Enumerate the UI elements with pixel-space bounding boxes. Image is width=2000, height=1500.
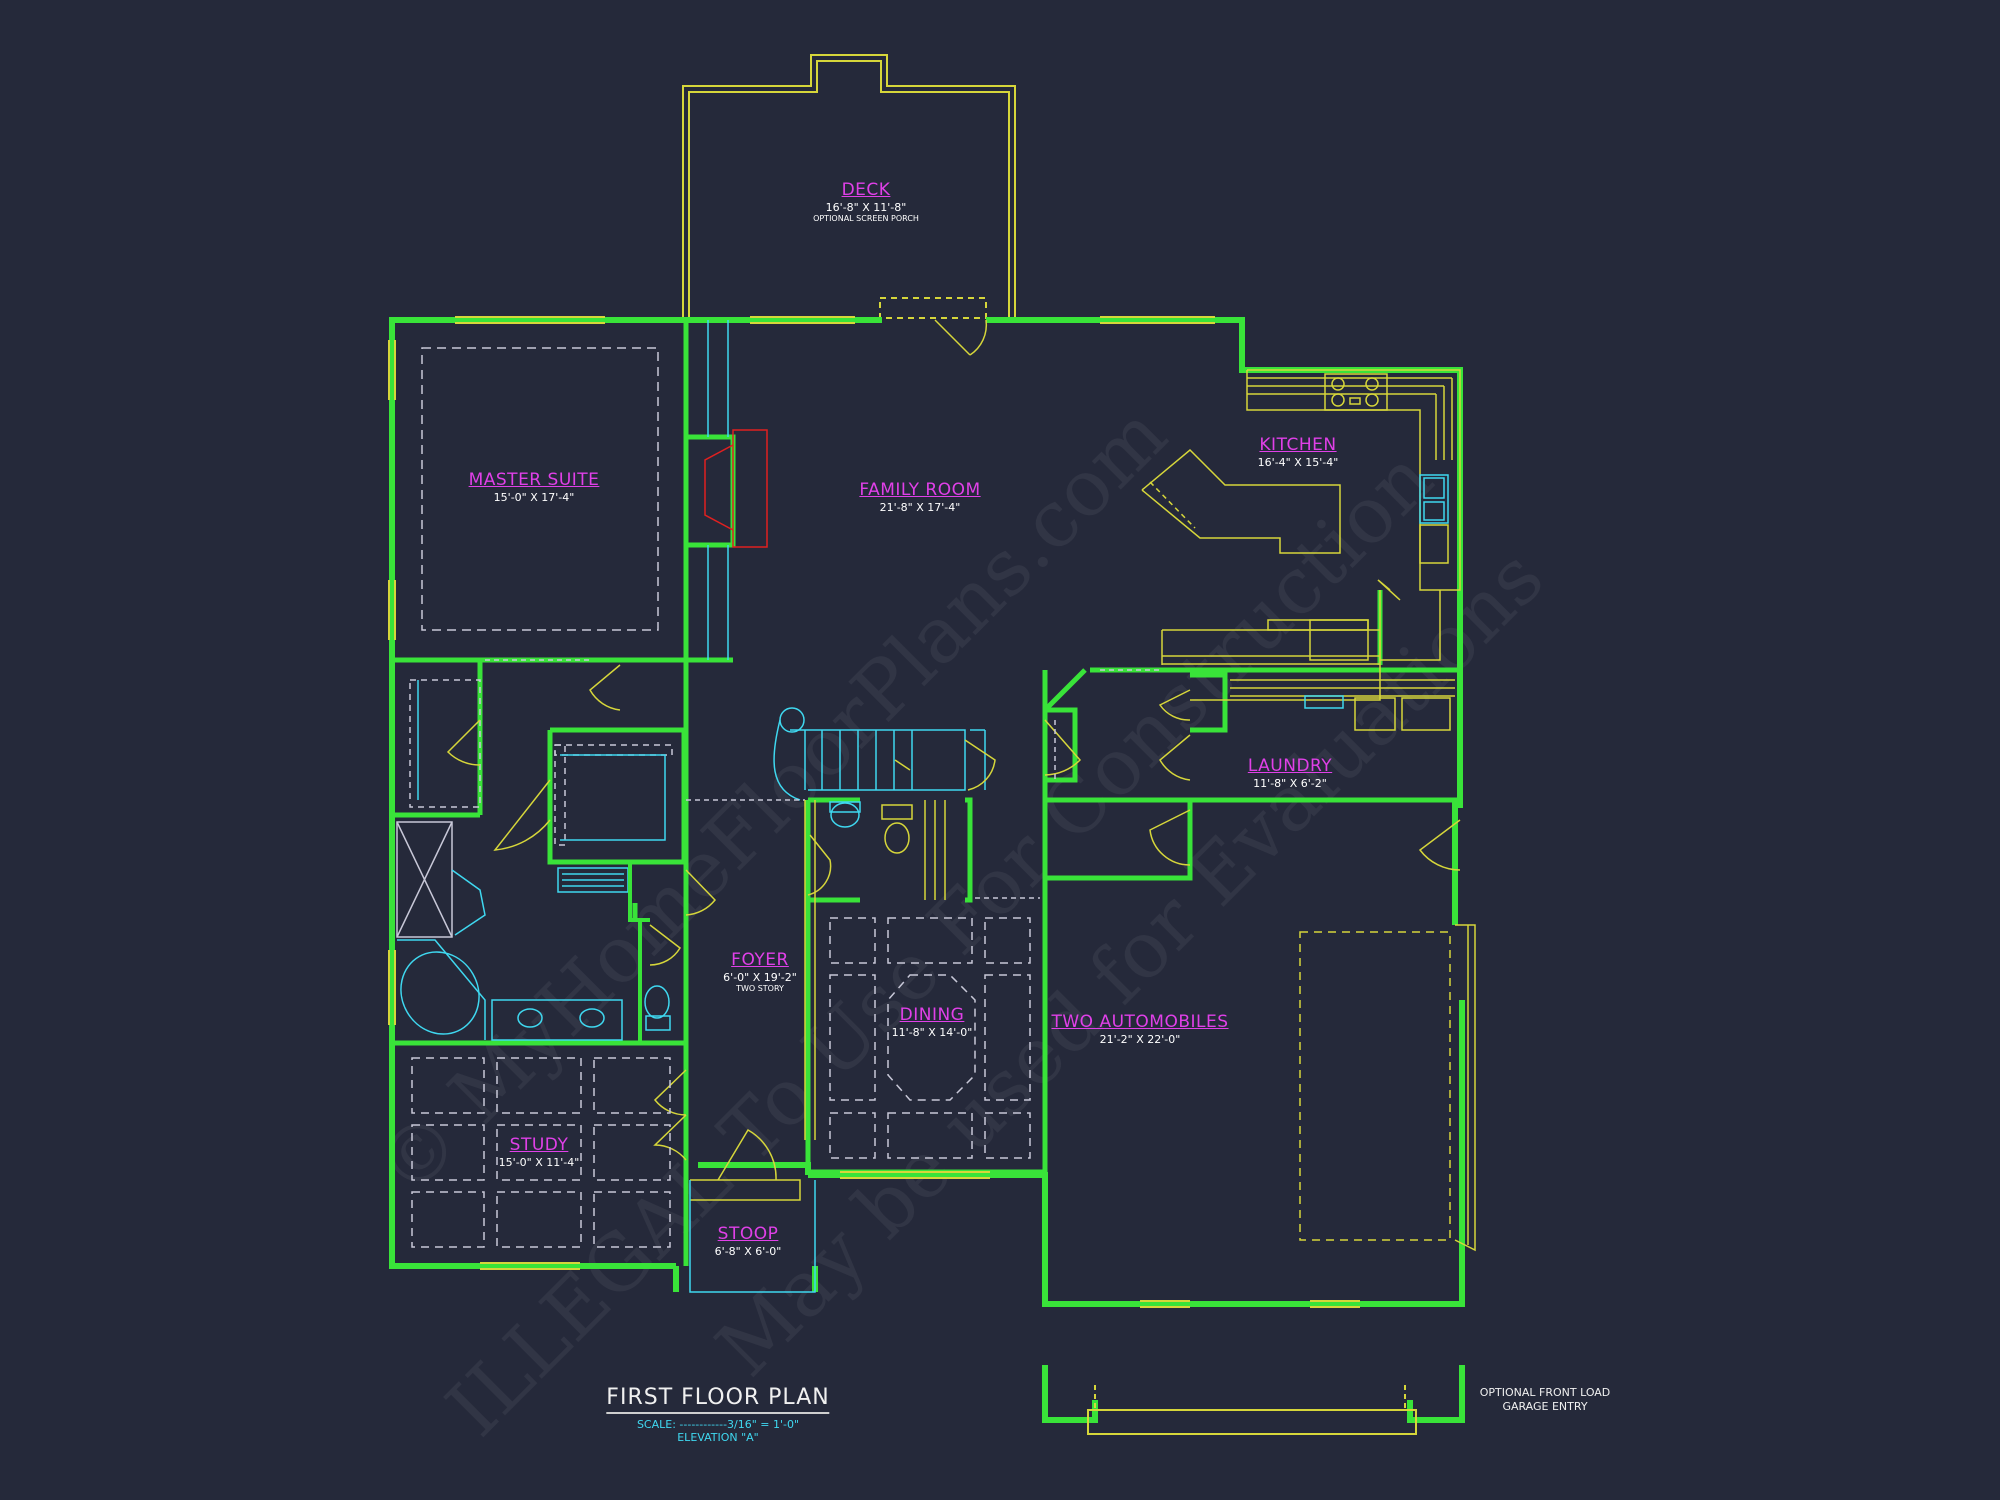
room-name-foyer: FOYER (731, 950, 789, 970)
room-name-kitchen: KITCHEN (1259, 435, 1337, 455)
room-dim-family-room: 21'-8" X 17'-4" (879, 501, 961, 514)
room-dim-laundry: 11'-8" X 6'-2" (1253, 777, 1327, 790)
label-study: STUDY 15'-0" X 11'-4" (499, 1135, 580, 1169)
stoop (689, 1180, 816, 1293)
optional-note-line-2: GARAGE ENTRY (1502, 1400, 1588, 1413)
master-closet-inner (417, 680, 666, 841)
garage-walls (1042, 1175, 1465, 1423)
room-name-stoop: STOOP (717, 1224, 779, 1244)
deck-outline (682, 54, 1016, 319)
bath-partitions (628, 862, 650, 1043)
kitchen-sink (1419, 474, 1449, 564)
master-closet (409, 679, 673, 846)
room-dim-foyer: 6'-0" X 19'-2" (723, 971, 797, 984)
door-headers (485, 659, 1160, 899)
room-name-master-suite: MASTER SUITE (468, 470, 600, 490)
room-name-dining: DINING (899, 1005, 965, 1025)
label-stoop: STOOP 6'-8" X 6'-0" (715, 1224, 782, 1258)
pantry (1377, 579, 1441, 661)
garage-door-optional (1087, 1385, 1417, 1435)
room-note-deck: OPTIONAL SCREEN PORCH (813, 214, 919, 223)
staircase (773, 707, 986, 801)
room-dim-kitchen: 16'-4" X 15'-4" (1257, 456, 1339, 469)
room-dim-garage: 21'-2" X 22'-0" (1099, 1033, 1181, 1046)
room-dim-study: 15'-0" X 11'-4" (498, 1156, 580, 1169)
label-foyer: FOYER 6'-0" X 19'-2" TWO STORY (723, 950, 797, 993)
optional-garage-note: OPTIONAL FRONT LOAD GARAGE ENTRY (1480, 1386, 1611, 1414)
room-dim-dining: 11'-8" X 14'-0" (891, 1026, 973, 1039)
garage-parking-outline (1299, 931, 1451, 1241)
fireplace (704, 320, 768, 660)
kitchen-island (1141, 448, 1341, 554)
windows (388, 316, 1360, 1308)
optional-note-line-1: OPTIONAL FRONT LOAD (1479, 1386, 1611, 1399)
room-note-foyer: TWO STORY (736, 984, 784, 993)
room-name-laundry: LAUNDRY (1247, 756, 1333, 776)
plan-title: FIRST FLOOR PLAN (606, 1385, 830, 1414)
laundry-appliances (1230, 679, 1455, 731)
study-coffered-ceiling (411, 1057, 671, 1248)
kitchen-cabinets (1161, 369, 1461, 701)
room-dim-master-suite: 15'-0" X 17'-4" (493, 491, 575, 504)
room-name-deck: DECK (841, 180, 891, 200)
label-dining: DINING 11'-8" X 14'-0" (892, 1005, 973, 1039)
room-dim-deck: 16'-8" X 11'-8" (825, 201, 907, 214)
master-bath (396, 821, 671, 1041)
label-family-room: FAMILY ROOM 21'-8" X 17'-4" (859, 480, 980, 514)
label-garage: TWO AUTOMOBILES 21'-2" X 22'-0" (1051, 1012, 1228, 1046)
plan-elevation: ELEVATION "A" (677, 1431, 759, 1444)
rear-door (934, 319, 988, 356)
garage-side-door (1454, 924, 1476, 1252)
label-deck: DECK 16'-8" X 11'-8" OPTIONAL SCREEN POR… (813, 180, 919, 223)
label-master-suite: MASTER SUITE 15'-0" X 17'-4" (469, 470, 600, 504)
dining-coffered-ceiling (829, 917, 1031, 1159)
label-kitchen: KITCHEN 16'-4" X 15'-4" (1258, 435, 1339, 469)
interior-walls (392, 320, 1460, 1266)
foyer-lines (690, 800, 816, 1201)
plan-scale: SCALE: ------------3/16" = 1'-0" (636, 1418, 800, 1431)
master-tray-ceiling (421, 347, 659, 631)
room-name-garage: TWO AUTOMOBILES (1051, 1012, 1229, 1032)
room-name-family-room: FAMILY ROOM (859, 480, 981, 500)
interior-doors (446, 664, 1461, 1181)
room-name-study: STUDY (509, 1135, 569, 1155)
room-dim-stoop: 6'-8" X 6'-0" (714, 1245, 782, 1258)
title-block: FIRST FLOOR PLAN SCALE: ------------3/16… (606, 1385, 830, 1444)
label-laundry: LAUNDRY 11'-8" X 6'-2" (1248, 756, 1332, 790)
powder-room (829, 800, 946, 900)
